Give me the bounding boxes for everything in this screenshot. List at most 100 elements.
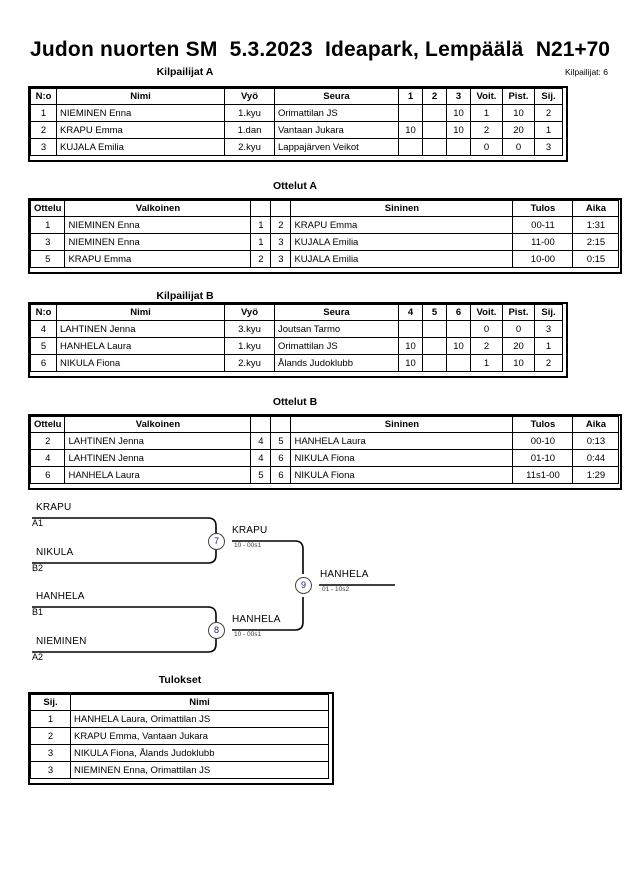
cell-white: NIEMINEN Enna xyxy=(64,216,252,234)
cell-no: 1 xyxy=(30,104,57,122)
cell-white: KRAPU Emma xyxy=(64,250,252,268)
matches-a-caption: Ottelut A xyxy=(273,180,317,192)
cell-result: 10-00 xyxy=(512,250,574,268)
cell-time: 1:29 xyxy=(572,466,620,484)
cell-time: 0:15 xyxy=(572,250,620,268)
col-name: Nimi xyxy=(70,694,329,711)
cell-club: Vantaan Jukara xyxy=(274,121,399,139)
cell-points: 0 xyxy=(502,138,535,156)
pool-b-caption: Kilpailijat B xyxy=(156,290,214,302)
bracket-match-number: 7 xyxy=(208,533,225,550)
col-match-no: Ottelu xyxy=(29,416,66,433)
cell-rank: 2 xyxy=(30,727,71,745)
results-table: Sij. Nimi 1 HANHELA Laura, Orimattilan J… xyxy=(30,694,329,779)
matches-b-caption: Ottelut B xyxy=(272,396,318,408)
table-row: 2 LAHTINEN Jenna 4 5 HANHELA Laura 00-10… xyxy=(29,432,620,450)
matches-b-table-wrap: Ottelu Valkoinen Sininen Tulos Aika 2 LA… xyxy=(29,416,620,484)
col-m3: 3 xyxy=(446,88,471,105)
bracket-match-score: 10 - 00s1 xyxy=(234,542,262,549)
cell-points: 10 xyxy=(502,354,535,372)
cell-name: NIKULA Fiona xyxy=(56,354,225,372)
col-m3: 6 xyxy=(446,304,471,321)
cell-white-no: 5 xyxy=(250,466,272,484)
cell-blue: NIKULA Fiona xyxy=(290,449,514,467)
cell-m1 xyxy=(398,138,423,156)
cell-m2 xyxy=(422,320,447,338)
elimination-bracket: KRAPU A1 NIKULA B2 HANHELA B1 NIEMINEN A… xyxy=(0,495,630,680)
cell-m3: 10 xyxy=(446,121,471,139)
col-rank: Sij. xyxy=(534,304,563,321)
cell-m3 xyxy=(446,354,471,372)
cell-white-no: 2 xyxy=(250,250,272,268)
cell-blue-no: 3 xyxy=(270,250,292,268)
cell-club: Lappajärven Veikot xyxy=(274,138,399,156)
table-row: 6 HANHELA Laura 5 6 NIKULA Fiona 11s1-00… xyxy=(29,466,620,484)
table-row: 6 NIKULA Fiona 2.kyu Ålands Judoklubb 10… xyxy=(30,354,563,372)
bracket-match-number: 8 xyxy=(208,622,225,639)
cell-points: 20 xyxy=(502,121,535,139)
cell-rank: 3 xyxy=(30,761,71,779)
cell-m3 xyxy=(446,138,471,156)
cell-blue: KRAPU Emma xyxy=(290,216,514,234)
cell-time: 2:15 xyxy=(572,233,620,251)
cell-club: Joutsan Tarmo xyxy=(274,320,399,338)
bracket-entry-seed: A2 xyxy=(32,652,44,662)
cell-rank: 3 xyxy=(534,320,563,338)
cell-no: 3 xyxy=(30,138,57,156)
cell-m3: 10 xyxy=(446,337,471,355)
cell-time: 1:31 xyxy=(572,216,620,234)
table-row: 3 KUJALA Emilia 2.kyu Lappajärven Veikot… xyxy=(30,138,563,156)
bracket-final-winner: HANHELA xyxy=(320,569,369,580)
col-m2: 2 xyxy=(422,88,447,105)
col-result: Tulos xyxy=(512,200,574,217)
cell-m1: 10 xyxy=(398,354,423,372)
cell-club: Orimattilan JS xyxy=(274,337,399,355)
cell-time: 0:13 xyxy=(572,432,620,450)
col-time: Aika xyxy=(572,416,620,433)
col-blue: Sininen xyxy=(290,416,514,433)
table-header-row: N:o Nimi Vyö Seura 1 2 3 Voit. Pist. Sij… xyxy=(30,88,563,105)
table-row: 5 HANHELA Laura 1.kyu Orimattilan JS 10 … xyxy=(30,337,563,355)
cell-wins: 0 xyxy=(470,320,503,338)
cell-blue-no: 2 xyxy=(270,216,292,234)
results-caption: Tulokset xyxy=(158,674,202,686)
cell-result: 11s1-00 xyxy=(512,466,574,484)
table-row: 3 NIEMINEN Enna, Orimattilan JS xyxy=(30,761,329,779)
cell-blue: HANHELA Laura xyxy=(290,432,514,450)
cell-match-no: 3 xyxy=(29,233,66,251)
cell-blue-no: 6 xyxy=(270,449,292,467)
cell-club: Orimattilan JS xyxy=(274,104,399,122)
cell-wins: 1 xyxy=(470,104,503,122)
cell-belt: 3.kyu xyxy=(224,320,275,338)
table-row: 3 NIKULA Fiona, Ålands Judoklubb xyxy=(30,744,329,762)
pool-a-caption: Kilpailijat A xyxy=(156,66,214,78)
bracket-entry-name: KRAPU xyxy=(36,502,72,513)
cell-rank: 1 xyxy=(534,337,563,355)
bracket-entry-seed: B1 xyxy=(32,607,44,617)
cell-m2 xyxy=(422,337,447,355)
cell-white: NIEMINEN Enna xyxy=(64,233,252,251)
cell-white: LAHTINEN Jenna xyxy=(64,432,252,450)
cell-name: LAHTINEN Jenna xyxy=(56,320,225,338)
table-row: 4 LAHTINEN Jenna 3.kyu Joutsan Tarmo 0 0… xyxy=(30,320,563,338)
cell-belt: 1.dan xyxy=(224,121,275,139)
cell-white-no: 4 xyxy=(250,432,272,450)
cell-no: 4 xyxy=(30,320,57,338)
cell-m2 xyxy=(422,104,447,122)
table-row: 1 HANHELA Laura, Orimattilan JS xyxy=(30,710,329,728)
bracket-entry-seed: B2 xyxy=(32,563,44,573)
cell-blue-no: 5 xyxy=(270,432,292,450)
cell-m1 xyxy=(398,320,423,338)
bracket-final-score: 01 - 10s2 xyxy=(322,586,350,593)
cell-wins: 2 xyxy=(470,337,503,355)
col-club: Seura xyxy=(274,88,399,105)
col-rank: Sij. xyxy=(534,88,563,105)
weight-category: N21+70 xyxy=(535,38,610,61)
cell-club: Ålands Judoklubb xyxy=(274,354,399,372)
col-wins: Voit. xyxy=(470,304,503,321)
bracket-entry-name: NIKULA xyxy=(36,547,74,558)
table-row: 2 KRAPU Emma, Vantaan Jukara xyxy=(30,727,329,745)
col-match-no: Ottelu xyxy=(29,200,66,217)
cell-white: HANHELA Laura xyxy=(64,466,252,484)
pool-b-table-wrap: N:o Nimi Vyö Seura 4 5 6 Voit. Pist. Sij… xyxy=(30,304,563,372)
